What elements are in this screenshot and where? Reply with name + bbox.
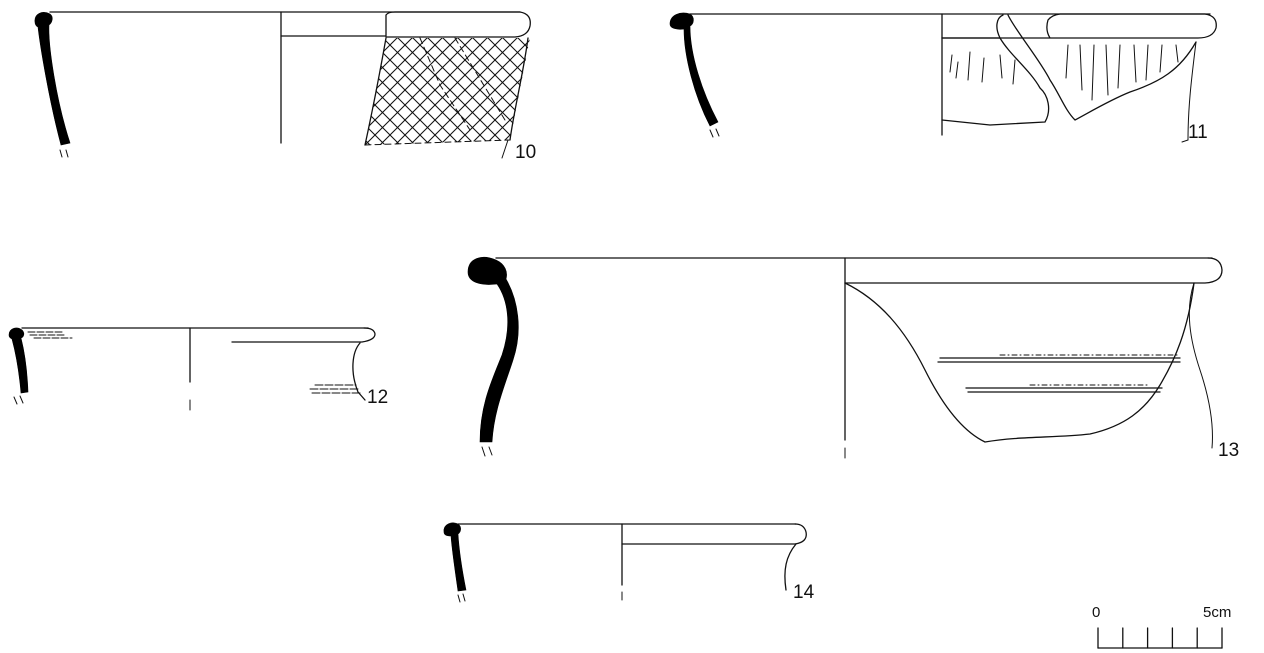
incision-mark <box>1091 44 1095 101</box>
vessel-12-wall <box>352 342 366 401</box>
scale-bar: 0 5cm <box>1092 604 1231 649</box>
hatch-line <box>365 38 376 145</box>
scale-bar-end-label: 5cm <box>1203 604 1231 621</box>
hatch-line <box>365 38 451 145</box>
vessel-14-profile-section <box>443 522 467 592</box>
vessel-12-rim-band <box>231 327 376 343</box>
incision-mark <box>1145 44 1149 81</box>
vessel-13-sherd-outline <box>844 282 1195 443</box>
incision-mark <box>1159 44 1163 73</box>
hatch-line <box>434 38 530 145</box>
hatch-line <box>479 38 530 145</box>
vessel-11-profile-section <box>669 12 719 127</box>
hatch-line <box>225 30 345 150</box>
hatch-line <box>365 38 406 145</box>
hatch-line <box>540 30 660 150</box>
vessel-10-rim-band <box>280 11 531 38</box>
vessel-11-rim-band <box>941 13 1217 39</box>
hatch-line <box>240 30 360 150</box>
hatch-line <box>494 38 530 145</box>
hatch-line <box>365 38 391 145</box>
incision-mark <box>1079 44 1083 91</box>
vessel-12: 12 <box>8 327 388 411</box>
incision-mark <box>1133 44 1137 83</box>
vessel-10-cross-hatching <box>210 30 675 150</box>
incision-mark <box>955 61 959 79</box>
vessel-10-lower-wall <box>501 139 509 159</box>
vessel-10-number: 10 <box>515 142 536 163</box>
hatch-line <box>479 38 530 145</box>
scale-bar-start-label: 0 <box>1092 604 1100 621</box>
hatch-line <box>210 30 330 150</box>
vessel-13-lower-wall <box>1188 282 1213 449</box>
hatch-line <box>449 38 530 145</box>
vessel-10-profile-section <box>34 12 71 146</box>
vessel-13-rim-band <box>844 257 1223 284</box>
incision-mark <box>999 54 1003 79</box>
vessel-14-number: 14 <box>793 582 815 603</box>
vessel-11-number: 11 <box>1188 122 1208 143</box>
vessel-10: 10 <box>34 11 675 163</box>
vessel-11-incisions <box>949 44 1179 101</box>
incision-mark <box>1105 44 1109 96</box>
vessel-12-profile-section <box>8 327 29 394</box>
vessel-14-rim-band <box>621 523 807 545</box>
hatch-line <box>365 38 376 145</box>
vessel-12-break-marks <box>13 395 24 405</box>
hatch-line <box>524 38 530 145</box>
vessel-13-groove-lower <box>965 387 1163 393</box>
hatch-line <box>374 38 496 145</box>
vessel-11-lower-wall <box>1181 41 1197 143</box>
vessel-11: 11 <box>669 12 1217 143</box>
hatch-line <box>389 38 511 145</box>
vessel-12-grooves-bottom <box>309 384 361 394</box>
incision-mark <box>981 57 985 83</box>
hatch-line <box>540 30 660 150</box>
vessel-13-profile-section <box>467 257 519 443</box>
vessel-13-groove-wear <box>999 354 1181 386</box>
incision-mark <box>967 51 971 81</box>
hatch-line <box>509 38 530 145</box>
vessel-13: 13 <box>467 257 1239 461</box>
vessel-14-break-marks <box>457 593 466 603</box>
incision-mark <box>1117 44 1121 89</box>
hatch-line <box>524 38 530 145</box>
vessel-13-break-marks <box>481 446 493 457</box>
vessel-10-break-marks <box>59 149 69 158</box>
incision-mark <box>1012 59 1016 85</box>
hatch-line <box>210 30 330 150</box>
incision-mark <box>1175 44 1179 63</box>
hatch-line <box>365 38 421 145</box>
vessel-14-wall <box>784 543 797 591</box>
hatch-line <box>555 30 675 150</box>
incision-mark <box>949 54 953 73</box>
scale-bar-ticks <box>1097 627 1223 649</box>
vessel-13-groove-upper <box>937 357 1181 363</box>
vessel-11-break-marks <box>709 128 720 138</box>
vessel-14: 14 <box>443 522 815 603</box>
hatch-line <box>555 30 675 150</box>
vessel-12-number: 12 <box>367 387 388 408</box>
hatch-line <box>240 30 360 150</box>
vessel-13-number: 13 <box>1218 440 1239 461</box>
hatch-line <box>365 38 421 145</box>
vessel-12-grooves-top <box>27 331 73 339</box>
vessel-11-sherd-right <box>1007 14 1197 121</box>
vessel-11-sherd-left <box>941 14 1050 126</box>
hatch-line <box>365 38 466 145</box>
hatch-line <box>404 38 526 145</box>
hatch-line <box>225 30 345 150</box>
incision-mark <box>1065 44 1069 79</box>
hatch-line <box>365 38 406 145</box>
